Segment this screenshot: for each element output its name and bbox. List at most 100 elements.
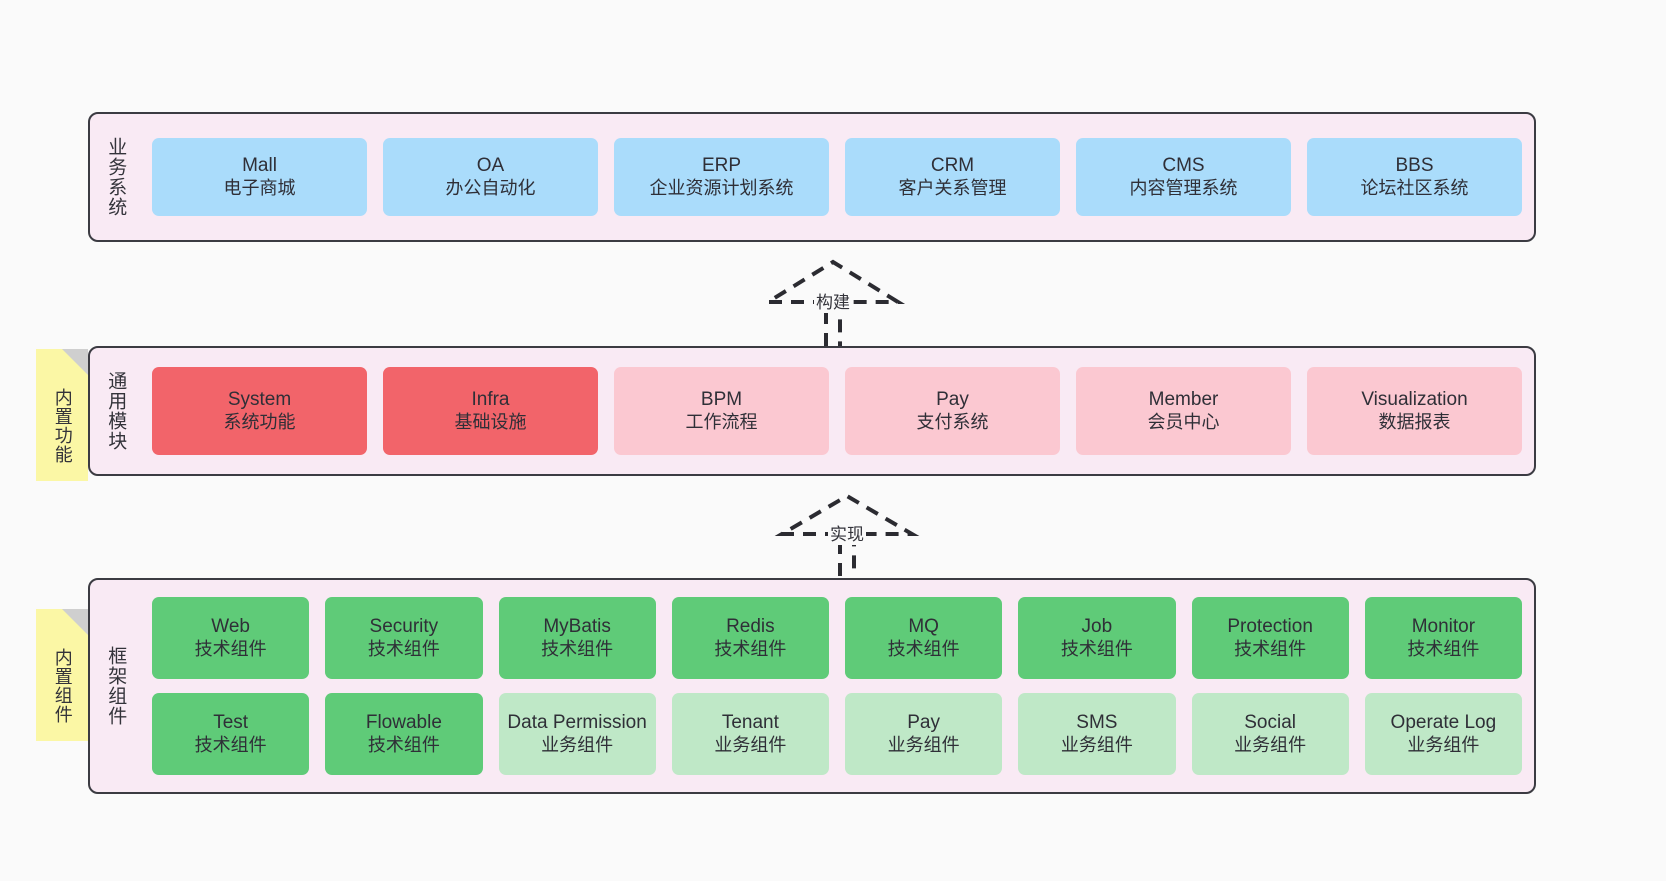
card-subtitle: 技术组件 — [541, 638, 614, 659]
card-title: Test — [213, 712, 249, 734]
card-monitor[interactable]: Monitor 技术组件 — [1364, 597, 1522, 679]
card-title: Monitor — [1411, 616, 1476, 638]
card-data-permission[interactable]: Data Permission 业务组件 — [498, 693, 656, 775]
card-subtitle: 系统功能 — [223, 411, 296, 432]
card-title: Data Permission — [507, 712, 647, 734]
card-subtitle: 客户关系管理 — [898, 177, 1007, 198]
card-subtitle: 数据报表 — [1378, 411, 1451, 432]
card-subtitle: 技术组件 — [367, 734, 440, 755]
layer-framework-components-cards: Web 技术组件 Security 技术组件 MyBatis 技术组件 Redi… — [140, 580, 1534, 792]
card-sms[interactable]: SMS 业务组件 — [1018, 693, 1176, 775]
card-operate-log[interactable]: Operate Log 业务组件 — [1364, 693, 1522, 775]
card-cms[interactable]: CMS 内容管理系统 — [1076, 138, 1291, 216]
card-visualization[interactable]: Visualization 数据报表 — [1307, 367, 1522, 455]
layer-business-systems-title: 业务系统 — [105, 137, 127, 217]
card-title: Redis — [726, 616, 775, 638]
card-title: Tenant — [721, 712, 779, 734]
card-title: Visualization — [1361, 389, 1468, 411]
card-subtitle: 业务组件 — [887, 734, 960, 755]
card-mq[interactable]: MQ 技术组件 — [845, 597, 1003, 679]
card-subtitle: 技术组件 — [194, 734, 267, 755]
card-title: CMS — [1162, 155, 1205, 177]
card-subtitle: 技术组件 — [367, 638, 440, 659]
card-social[interactable]: Social 业务组件 — [1191, 693, 1349, 775]
layer-business-systems-cards: Mall 电子商城 OA 办公自动化 ERP 企业资源计划系统 CRM 客户关系… — [140, 114, 1534, 240]
card-redis[interactable]: Redis 技术组件 — [671, 597, 829, 679]
connector-implement-label: 实现 — [828, 520, 866, 545]
card-protection[interactable]: Protection 技术组件 — [1191, 597, 1349, 679]
note-label: 内置功能 — [52, 388, 73, 464]
card-member[interactable]: Member 会员中心 — [1076, 367, 1291, 455]
card-subtitle: 业务组件 — [714, 734, 787, 755]
card-title: ERP — [701, 155, 742, 177]
card-flowable[interactable]: Flowable 技术组件 — [325, 693, 483, 775]
card-pay-component[interactable]: Pay 业务组件 — [845, 693, 1003, 775]
card-title: OA — [476, 155, 505, 177]
note-builtin-features: 内置功能 — [36, 349, 88, 481]
card-title: MyBatis — [543, 616, 611, 638]
card-subtitle: 技术组件 — [887, 638, 960, 659]
card-erp[interactable]: ERP 企业资源计划系统 — [614, 138, 829, 216]
card-oa[interactable]: OA 办公自动化 — [383, 138, 598, 216]
card-title: Infra — [471, 389, 510, 411]
card-pay-module[interactable]: Pay 支付系统 — [845, 367, 1060, 455]
connector-build: 构建 — [758, 258, 908, 346]
card-subtitle: 支付系统 — [916, 411, 989, 432]
card-title: Protection — [1227, 616, 1313, 638]
card-title: Pay — [936, 389, 969, 411]
card-subtitle: 技术组件 — [1234, 638, 1307, 659]
card-subtitle: 技术组件 — [1407, 638, 1480, 659]
card-bbs[interactable]: BBS 论坛社区系统 — [1307, 138, 1522, 216]
card-title: Web — [211, 616, 250, 638]
card-subtitle: 内容管理系统 — [1129, 177, 1238, 198]
card-title: MQ — [908, 616, 939, 638]
card-mybatis[interactable]: MyBatis 技术组件 — [498, 597, 656, 679]
card-job[interactable]: Job 技术组件 — [1018, 597, 1176, 679]
layer-common-modules-title: 通用模块 — [105, 371, 127, 451]
card-subtitle: 工作流程 — [685, 411, 758, 432]
layer-framework-components: 框架组件 Web 技术组件 Security 技术组件 MyBatis 技术组件… — [88, 578, 1536, 794]
note-builtin-components: 内置组件 — [36, 609, 88, 741]
card-subtitle: 办公自动化 — [445, 177, 536, 198]
card-title: Flowable — [365, 712, 442, 734]
card-subtitle: 技术组件 — [714, 638, 787, 659]
card-subtitle: 论坛社区系统 — [1360, 177, 1469, 198]
connector-build-label: 构建 — [814, 288, 852, 313]
card-subtitle: 业务组件 — [1407, 734, 1480, 755]
card-subtitle: 企业资源计划系统 — [649, 177, 794, 198]
card-title: SMS — [1076, 712, 1118, 734]
card-subtitle: 业务组件 — [1234, 734, 1307, 755]
card-title: Security — [369, 616, 439, 638]
card-test[interactable]: Test 技术组件 — [152, 693, 310, 775]
card-subtitle: 技术组件 — [194, 638, 267, 659]
card-title: Job — [1081, 616, 1113, 638]
card-title: BBS — [1395, 155, 1434, 177]
note-label: 内置组件 — [52, 648, 73, 724]
card-system[interactable]: System 系统功能 — [152, 367, 367, 455]
card-title: Operate Log — [1390, 712, 1497, 734]
card-subtitle: 业务组件 — [541, 734, 614, 755]
card-bpm[interactable]: BPM 工作流程 — [614, 367, 829, 455]
framework-row-tech: Web 技术组件 Security 技术组件 MyBatis 技术组件 Redi… — [152, 597, 1522, 679]
note-fold-corner — [62, 349, 88, 375]
card-subtitle: 电子商城 — [223, 177, 296, 198]
card-security[interactable]: Security 技术组件 — [325, 597, 483, 679]
layer-business-systems: 业务系统 Mall 电子商城 OA 办公自动化 ERP 企业资源计划系统 CRM… — [88, 112, 1536, 242]
card-web[interactable]: Web 技术组件 — [152, 597, 310, 679]
note-fold-corner — [62, 609, 88, 635]
layer-common-modules-cards: System 系统功能 Infra 基础设施 BPM 工作流程 Pay 支付系统… — [140, 348, 1534, 474]
card-subtitle: 会员中心 — [1147, 411, 1220, 432]
card-mall[interactable]: Mall 电子商城 — [152, 138, 367, 216]
card-subtitle: 基础设施 — [454, 411, 527, 432]
card-title: Social — [1244, 712, 1296, 734]
card-title: Pay — [907, 712, 940, 734]
card-tenant[interactable]: Tenant 业务组件 — [671, 693, 829, 775]
card-title: System — [227, 389, 292, 411]
card-infra[interactable]: Infra 基础设施 — [383, 367, 598, 455]
card-title: CRM — [930, 155, 975, 177]
card-crm[interactable]: CRM 客户关系管理 — [845, 138, 1060, 216]
card-title: Mall — [242, 155, 277, 177]
layer-framework-components-title: 框架组件 — [105, 646, 127, 726]
layer-common-modules: 通用模块 System 系统功能 Infra 基础设施 BPM 工作流程 Pay… — [88, 346, 1536, 476]
